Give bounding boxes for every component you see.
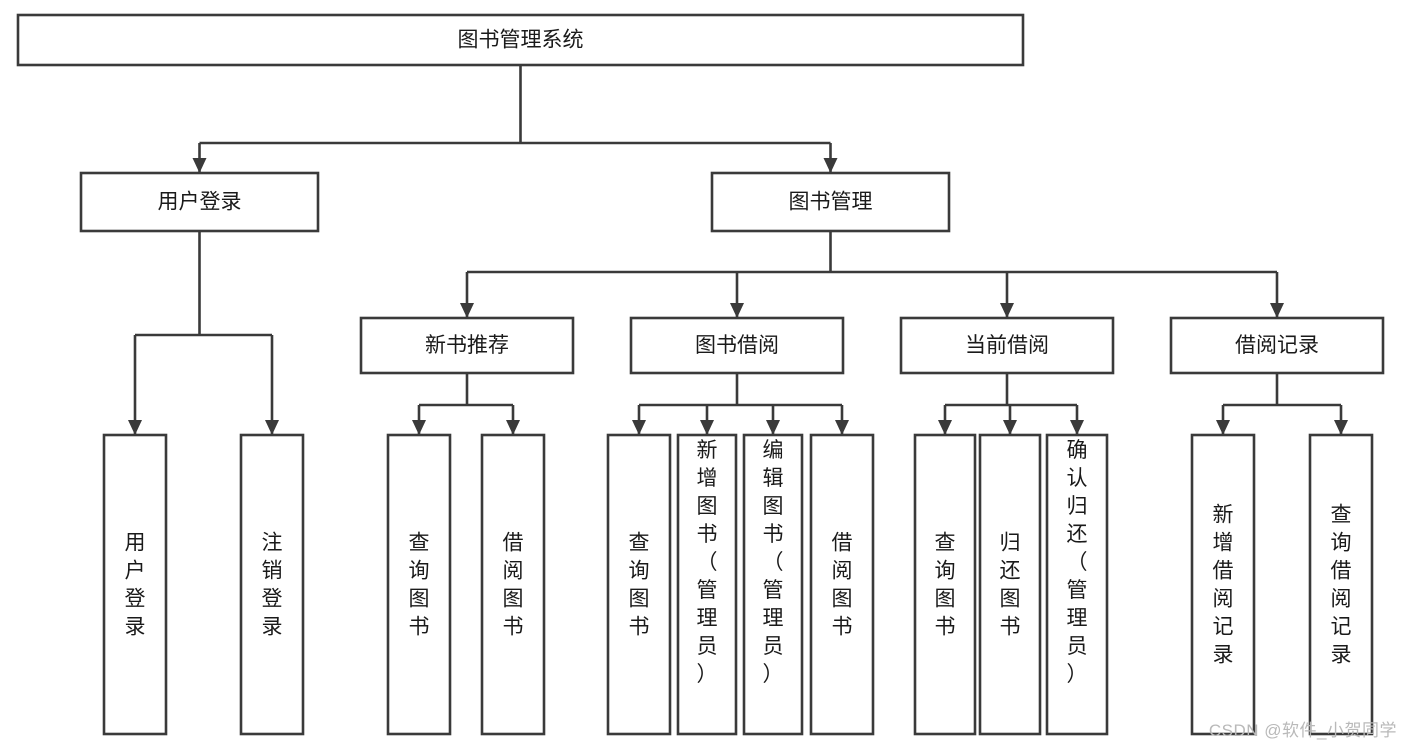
connector-book-manage-to-level3 bbox=[460, 231, 1284, 318]
node-leaf-user-login[interactable]: 用户登录 bbox=[102, 433, 168, 736]
connector-layer bbox=[128, 65, 1348, 435]
connector-user-login-to-leaves bbox=[128, 231, 279, 435]
node-leaf-query-book-2[interactable]: 查询图书 bbox=[606, 433, 672, 736]
node-leaf-logout-login-label: 注销登录 bbox=[262, 532, 283, 639]
node-leaf-query-book-1[interactable]: 查询图书 bbox=[386, 433, 452, 736]
node-leaf-query-book-1-label: 查询图书 bbox=[409, 532, 430, 639]
node-leaf-borrow-book-2-label: 借阅图书 bbox=[832, 532, 853, 639]
node-leaf-return-book-label: 归还图书 bbox=[1000, 532, 1021, 639]
node-leaf-query-record-label: 查询借阅记录 bbox=[1331, 504, 1352, 667]
arrow-head-icon bbox=[1070, 420, 1084, 435]
node-leaf-borrow-book-2[interactable]: 借阅图书 bbox=[809, 433, 875, 736]
node-borrow-record-label: 借阅记录 bbox=[1235, 334, 1319, 357]
node-book-manage-label: 图书管理 bbox=[789, 191, 873, 214]
node-leaf-user-login-label: 用户登录 bbox=[125, 532, 146, 639]
connector-current-borrow-to-leaves bbox=[938, 373, 1084, 435]
node-leaf-add-book-label: 新增图书（管理员） bbox=[697, 439, 718, 686]
connector-new-book-rec-to-leaves bbox=[412, 373, 520, 435]
node-book-manage[interactable]: 图书管理 bbox=[710, 171, 951, 233]
connector-root-to-level2 bbox=[192, 65, 838, 173]
node-leaf-query-book-3[interactable]: 查询图书 bbox=[913, 433, 977, 736]
connector-book-borrow-to-leaves bbox=[632, 373, 849, 435]
connector-borrow-record-to-leaves bbox=[1216, 373, 1348, 435]
node-current-borrow-label: 当前借阅 bbox=[965, 334, 1049, 357]
node-leaf-query-book-3-label: 查询图书 bbox=[935, 532, 956, 639]
node-book-borrow[interactable]: 图书借阅 bbox=[629, 316, 845, 375]
node-leaf-return-book[interactable]: 归还图书 bbox=[978, 433, 1042, 736]
node-root-system-label: 图书管理系统 bbox=[458, 29, 584, 52]
arrow-head-icon bbox=[1216, 420, 1230, 435]
arrow-head-icon bbox=[1334, 420, 1348, 435]
node-leaf-query-book-2-label: 查询图书 bbox=[629, 532, 650, 639]
arrow-head-icon bbox=[412, 420, 426, 435]
node-leaf-logout-login[interactable]: 注销登录 bbox=[239, 433, 305, 736]
node-root-system[interactable]: 图书管理系统 bbox=[16, 13, 1025, 67]
node-user-login[interactable]: 用户登录 bbox=[79, 171, 320, 233]
node-leaf-borrow-book-1[interactable]: 借阅图书 bbox=[480, 433, 546, 736]
arrow-head-icon bbox=[835, 420, 849, 435]
arrow-head-icon bbox=[823, 158, 838, 173]
arrow-head-icon bbox=[938, 420, 952, 435]
node-leaf-borrow-book-1-label: 借阅图书 bbox=[503, 532, 524, 639]
node-leaf-add-record[interactable]: 新增借阅记录 bbox=[1190, 433, 1256, 736]
node-leaf-add-record-label: 新增借阅记录 bbox=[1213, 504, 1234, 667]
node-leaf-query-record[interactable]: 查询借阅记录 bbox=[1308, 433, 1374, 736]
arrow-head-icon bbox=[1000, 303, 1014, 318]
node-leaf-edit-book[interactable]: 编辑图书（管理员） bbox=[742, 433, 804, 736]
arrow-head-icon bbox=[766, 420, 780, 435]
node-new-book-rec[interactable]: 新书推荐 bbox=[359, 316, 575, 375]
arrow-head-icon bbox=[632, 420, 646, 435]
arrow-head-icon bbox=[730, 303, 744, 318]
node-layer: 图书管理系统用户登录图书管理新书推荐图书借阅当前借阅借阅记录用户登录注销登录查询… bbox=[16, 13, 1385, 736]
arrow-head-icon bbox=[1270, 303, 1284, 318]
node-current-borrow[interactable]: 当前借阅 bbox=[899, 316, 1115, 375]
arrow-head-icon bbox=[460, 303, 474, 318]
arrow-head-icon bbox=[128, 420, 142, 435]
node-borrow-record[interactable]: 借阅记录 bbox=[1169, 316, 1385, 375]
arrow-head-icon bbox=[192, 158, 207, 173]
node-leaf-edit-book-label: 编辑图书（管理员） bbox=[763, 439, 784, 686]
node-book-borrow-label: 图书借阅 bbox=[695, 334, 779, 357]
node-leaf-confirm-return-label: 确认归还（管理员） bbox=[1067, 439, 1088, 686]
node-leaf-confirm-return[interactable]: 确认归还（管理员） bbox=[1045, 433, 1109, 736]
node-user-login-label: 用户登录 bbox=[158, 191, 242, 214]
node-leaf-add-book[interactable]: 新增图书（管理员） bbox=[676, 433, 738, 736]
arrow-head-icon bbox=[700, 420, 714, 435]
arrow-head-icon bbox=[506, 420, 520, 435]
node-new-book-rec-label: 新书推荐 bbox=[425, 334, 509, 357]
arrow-head-icon bbox=[1003, 420, 1017, 435]
arrow-head-icon bbox=[265, 420, 279, 435]
